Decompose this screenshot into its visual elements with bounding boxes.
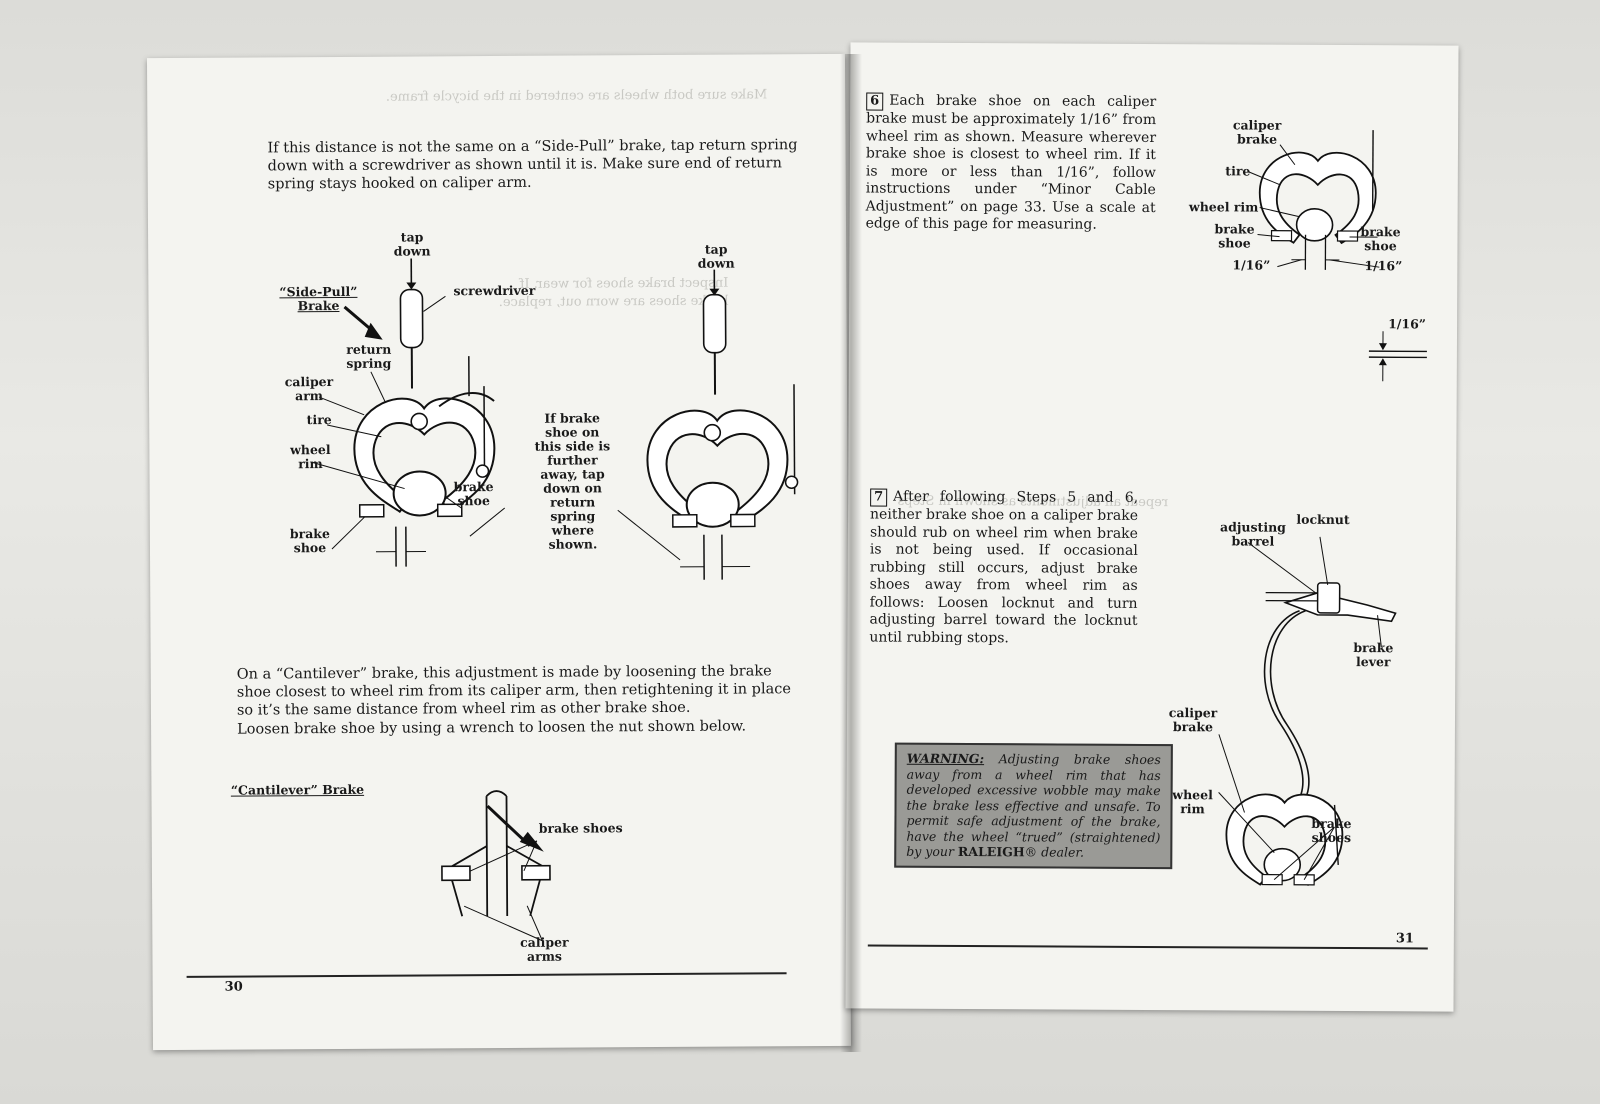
loosen-instructions: Loosen brake shoe by using a wrench to l… — [237, 718, 747, 738]
page-number: 30 — [224, 979, 243, 995]
return-spring-label: return spring — [346, 341, 392, 371]
tap-down-label: tap down — [393, 229, 431, 259]
brake-lever-label: brake lever — [1353, 640, 1394, 670]
screwdriver-label: screwdriver — [453, 282, 536, 299]
sidepull-title: “Side-Pull” Brake — [279, 283, 358, 314]
gap-measure-label: 1/16” — [1364, 258, 1403, 274]
scale-label: 1/16” — [1388, 316, 1427, 332]
adjusting-barrel-label: adjusting barrel — [1220, 519, 1286, 549]
wheel-rim-label: wheel rim — [1188, 199, 1259, 215]
locknut-label: locknut — [1296, 511, 1350, 528]
sidepull-brake-diagram — [311, 258, 799, 942]
wheel-rim-label: wheel rim — [1172, 787, 1213, 817]
warning-suffix: ® dealer. — [1024, 844, 1085, 860]
caliper-gap-diagram — [1218, 130, 1427, 887]
caliper-arm-label: caliper arm — [284, 374, 334, 404]
book-gutter — [840, 54, 862, 1052]
warning-title: WARNING: — [906, 750, 985, 767]
tire-label: tire — [306, 412, 332, 428]
step-7-badge: 7 — [870, 488, 888, 507]
gap-measure-label: 1/16” — [1232, 257, 1271, 273]
caliper-arms-label: caliper arms — [520, 934, 569, 964]
cantilever-title: “Cantilever” Brake — [230, 781, 365, 798]
caliper-brake-label: caliper brake — [1232, 117, 1282, 147]
tap-down-label: tap down — [697, 241, 735, 271]
tire-label: tire — [1225, 163, 1251, 179]
left-page: Make sure both wheels are centered in th… — [146, 53, 852, 1051]
warning-brand: RALEIGH — [957, 843, 1025, 860]
brake-shoe-label: brake shoe — [289, 526, 330, 556]
open-booklet: Make sure both wheels are centered in th… — [146, 42, 1480, 1054]
brake-shoe-label: brake shoe — [1214, 221, 1255, 251]
warning-text: Adjusting brake shoes away from a wheel … — [906, 751, 1161, 859]
further-away-note: If brake shoe on this side is further aw… — [534, 410, 611, 552]
wheel-rim-label: wheel rim — [290, 442, 331, 472]
page-number: 31 — [1395, 931, 1414, 947]
brake-shoes-label: brake shoes — [1311, 815, 1352, 846]
step-7-text: After following Steps 5 and 6, neither b… — [869, 488, 1139, 646]
caliper-brake-label: caliper brake — [1168, 705, 1218, 735]
cantilever-instructions: On a “Cantilever” brake, this adjustment… — [236, 663, 791, 719]
warning-box: WARNING: Adjusting brake shoes away from… — [894, 742, 1173, 869]
brake-shoe-label: brake shoe — [1360, 224, 1401, 254]
footer-rule — [186, 972, 787, 978]
brake-shoes-label: brake shoes — [538, 820, 623, 836]
brake-shoe-label: brake shoe — [453, 479, 494, 509]
right-page: repeat all adjustments as shown in Steps… — [845, 42, 1459, 1012]
